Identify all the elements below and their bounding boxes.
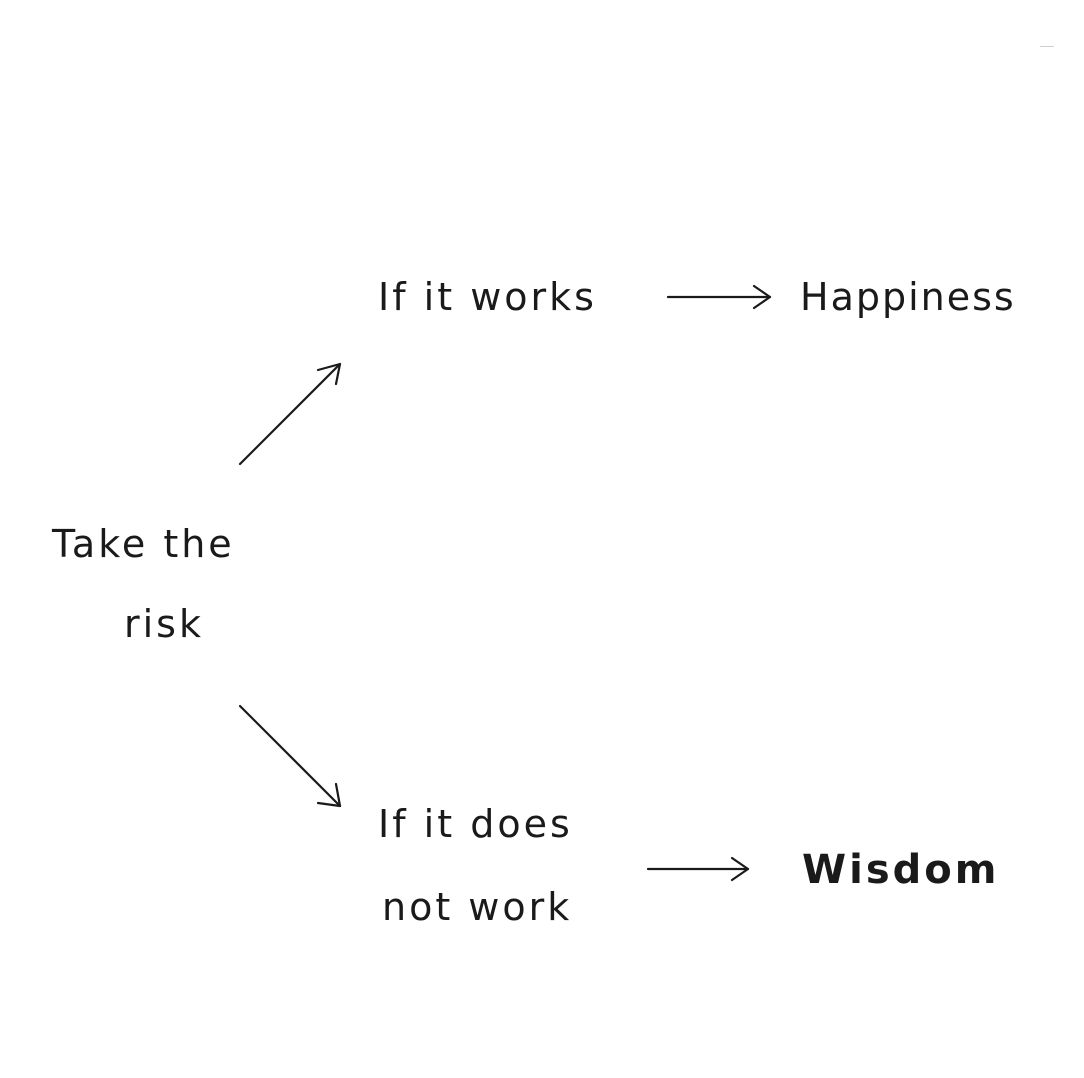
arrow-up-right-icon xyxy=(238,362,342,466)
failure-condition-line-1: If it does xyxy=(378,802,573,846)
arrow-to-happiness-icon xyxy=(666,284,772,310)
success-condition-label: If it works xyxy=(378,275,597,319)
root-label-line-2: risk xyxy=(124,602,204,646)
failure-outcome-label: Wisdom xyxy=(802,847,1000,893)
failure-condition-line-2: not work xyxy=(382,885,573,929)
root-label-line-1: Take the xyxy=(52,522,235,566)
corner-dash xyxy=(1040,46,1054,47)
success-outcome-label: Happiness xyxy=(800,275,1016,319)
arrow-down-right-icon xyxy=(238,704,342,808)
arrow-to-wisdom-icon xyxy=(646,856,750,882)
